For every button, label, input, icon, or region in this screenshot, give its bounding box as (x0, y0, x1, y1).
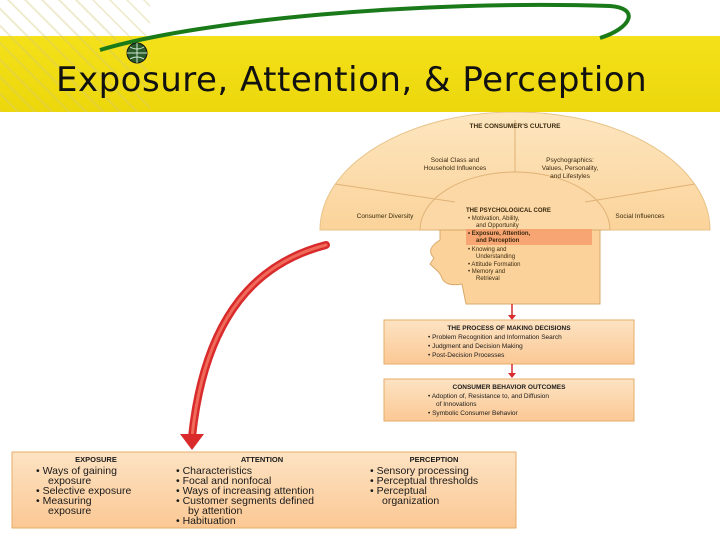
attention-item3: • Ways of increasing attention (176, 485, 314, 497)
perception-item3b: organization (382, 495, 439, 507)
psychographics-line3: and Lifestyles (550, 173, 590, 180)
social-class-line1: Social Class and (431, 157, 480, 164)
psychographics-line1: Psychographics: (546, 157, 594, 164)
outcomes-box (383, 378, 635, 422)
curved-red-arrow (188, 241, 330, 441)
globe-icon (126, 42, 148, 64)
exposure-item3a: • Measuring (36, 495, 92, 507)
outcomes-item1b: of Innovations (436, 401, 477, 408)
decisions-to-outcomes-arrowhead (508, 373, 516, 378)
decisions-item1: • Problem Recognition and Information Se… (428, 334, 562, 341)
decisions-item2: • Judgment and Decision Making (428, 343, 523, 350)
core-item3a: • Knowing and (468, 247, 506, 253)
psychographics-line2: Values, Personality, (542, 165, 599, 172)
core-to-decisions-arrowhead (508, 315, 516, 320)
core-highlight (466, 229, 592, 245)
core-item2b: and Perception (476, 238, 520, 244)
core-item1a: • Motivation, Ability, (468, 216, 520, 222)
outcomes-heading: CONSUMER BEHAVIOR OUTCOMES (453, 384, 567, 391)
curved-red-arrow-shade (190, 243, 328, 439)
exposure-item2: • Selective exposure (36, 485, 131, 497)
core-item2a: • Exposure, Attention, (468, 231, 531, 237)
social-influences: Social Influences (615, 213, 665, 220)
perception-heading: PERCEPTION (410, 455, 459, 464)
core-heading: THE PSYCHOLOGICAL CORE (466, 208, 551, 214)
decorative-pattern (0, 0, 150, 112)
title-band (0, 36, 720, 112)
perception-item3a: • Perceptual (370, 485, 427, 497)
exposure-item1b: exposure (48, 475, 91, 487)
attention-item4b: by attention (188, 505, 242, 517)
perception-item2: • Perceptual thresholds (370, 475, 478, 487)
decisions-item3: • Post-Decision Processes (428, 352, 505, 359)
head-silhouette (429, 229, 601, 305)
culture-heading: THE CONSUMER'S CULTURE (470, 123, 562, 130)
exposure-heading: EXPOSURE (75, 455, 117, 464)
curved-red-arrowhead (180, 434, 204, 450)
consumer-behavior-diagram: THE CONSUMER'S CULTURE Social Class and … (11, 112, 711, 529)
consumer-diversity: Consumer Diversity (357, 213, 414, 220)
core-item5a: • Memory and (468, 269, 505, 275)
exposure-item1a: • Ways of gaining (36, 465, 117, 477)
core-item3b: Understanding (476, 254, 515, 260)
attention-item4a: • Customer segments defined (176, 495, 314, 507)
attention-item5: • Habituation (176, 515, 236, 527)
decisions-box (383, 319, 635, 365)
social-class-line2: Household Influences (424, 165, 487, 172)
slide-title: Exposure, Attention, & Perception (56, 60, 648, 100)
decisions-heading: THE PROCESS OF MAKING DECISIONS (447, 325, 571, 332)
core-arc (419, 171, 611, 231)
attention-item2: • Focal and nonfocal (176, 475, 271, 487)
core-item5b: Retrieval (476, 276, 500, 282)
attention-item1: • Characteristics (176, 465, 252, 477)
core-item4: • Attitude Formation (468, 262, 520, 268)
outcomes-item1a: • Adoption of, Resistance to, and Diffus… (428, 393, 549, 400)
perception-item1: • Sensory processing (370, 465, 469, 477)
core-item1b: and Opportunity (476, 223, 519, 229)
bottom-box (11, 451, 517, 529)
outcomes-item2: • Symbolic Consumer Behavior (428, 410, 519, 417)
exposure-item3b: exposure (48, 505, 91, 517)
decorative-swoosh (99, 2, 631, 52)
attention-heading: ATTENTION (241, 455, 283, 464)
